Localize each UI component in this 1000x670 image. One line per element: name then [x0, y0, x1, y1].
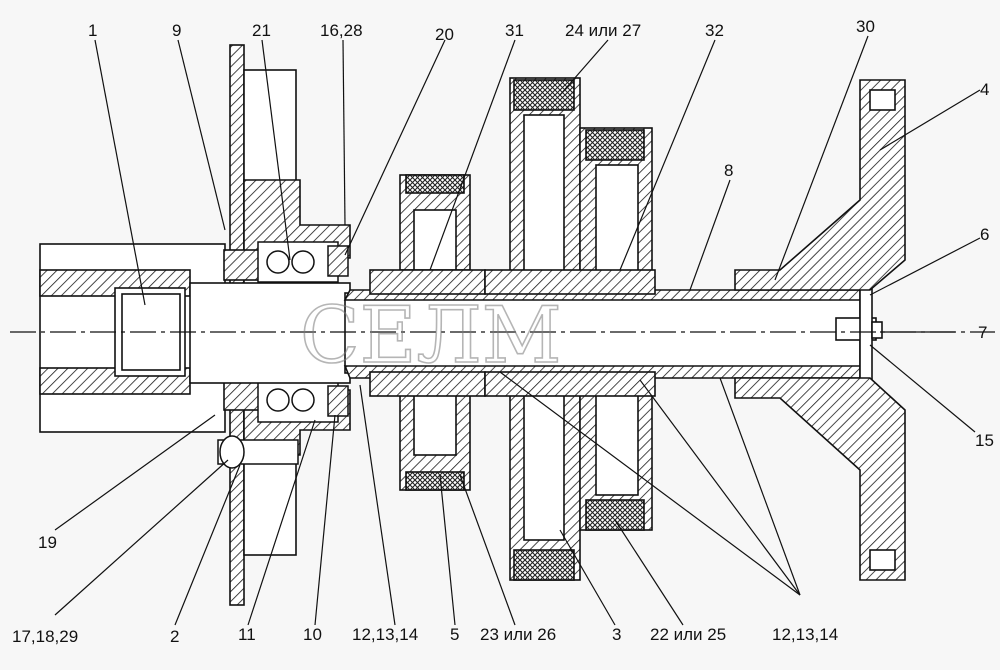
callouts-right: 4 8 6 7 15 — [724, 80, 994, 450]
callout-12-13-14-left: 12,13,14 — [352, 625, 418, 644]
callout-22-25: 22 или 25 — [650, 625, 726, 644]
callout-2: 2 — [170, 627, 179, 646]
callout-12-13-14-right: 12,13,14 — [772, 625, 838, 644]
callout-16-28: 16,28 — [320, 21, 363, 40]
callout-8: 8 — [724, 161, 733, 180]
pulley-right — [734, 79, 906, 581]
leader-lines — [54, 35, 981, 626]
callout-31: 31 — [505, 21, 524, 40]
callout-7: 7 — [978, 323, 987, 342]
callout-5: 5 — [450, 625, 459, 644]
callout-21: 21 — [252, 21, 271, 40]
callout-6: 6 — [980, 225, 989, 244]
callout-1: 1 — [88, 21, 97, 40]
callout-19: 19 — [38, 533, 57, 552]
callouts-bottom: 19 17,18,29 2 11 10 12,13,14 5 23 или 26… — [12, 533, 838, 646]
main-shaft — [189, 282, 883, 384]
callout-30: 30 — [856, 17, 875, 36]
bolt — [217, 435, 299, 469]
callout-3: 3 — [612, 625, 621, 644]
watermark: СЕЛМ — [300, 291, 562, 381]
callout-24-27: 24 или 27 — [565, 21, 641, 40]
callout-4: 4 — [980, 80, 989, 99]
callout-10: 10 — [303, 625, 322, 644]
callout-9: 9 — [172, 21, 181, 40]
callout-17-18-29: 17,18,29 — [12, 627, 78, 646]
callout-32: 32 — [705, 21, 724, 40]
pulley-small — [369, 174, 486, 491]
callouts-top: 1 9 21 16,28 20 31 24 или 27 32 30 — [88, 17, 875, 44]
callout-20: 20 — [435, 25, 454, 44]
callout-11: 11 — [238, 625, 256, 644]
callout-15: 15 — [975, 431, 994, 450]
callout-23-26: 23 или 26 — [480, 625, 556, 644]
